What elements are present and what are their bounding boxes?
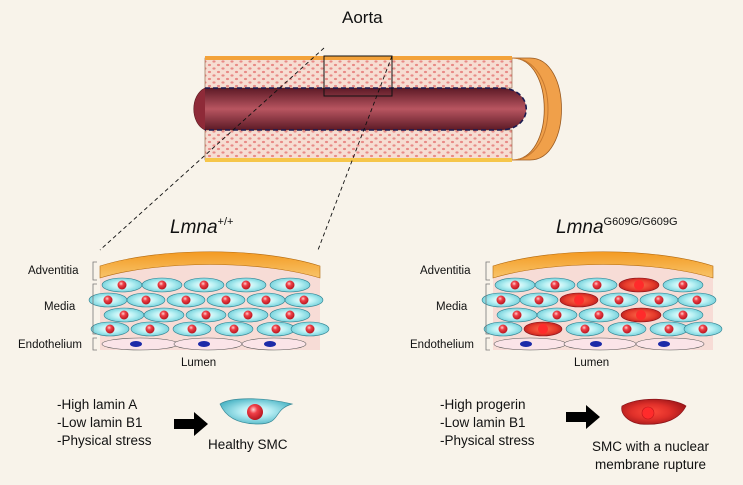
- aorta-title: Aorta: [342, 8, 383, 27]
- smc-nucleus: [510, 280, 520, 290]
- endothelium-left: [101, 337, 307, 351]
- smc-nucleus: [534, 295, 544, 305]
- bullet-list-left: -High lamin A -Low lamin B1 -Physical st…: [57, 396, 152, 450]
- caption-healthy-smc: Healthy SMC: [208, 437, 288, 452]
- smc-nucleus: [117, 280, 127, 290]
- layer-label-endothelium-right: Endothelium: [410, 339, 474, 351]
- layer-label-adventitia-left: Adventitia: [28, 265, 79, 277]
- smc-nucleus: [538, 324, 548, 334]
- layer-label-media-left: Media: [44, 301, 76, 313]
- smc-nucleus: [594, 310, 604, 320]
- smc-nucleus: [105, 324, 115, 334]
- smc-nucleus: [103, 295, 113, 305]
- smc-nucleus: [498, 324, 508, 334]
- smc-nucleus: [614, 295, 624, 305]
- smc-nucleus: [243, 310, 253, 320]
- smc-nucleus: [119, 310, 129, 320]
- smc-nucleus: [181, 295, 191, 305]
- bullet-item: -Low lamin B1: [57, 415, 143, 430]
- smc-nucleus: [664, 324, 674, 334]
- smc-nucleus: [496, 295, 506, 305]
- lumen-label-right: Lumen: [574, 357, 610, 369]
- smc-nucleus: [512, 310, 522, 320]
- smc-nucleus: [285, 280, 295, 290]
- smc-nucleus: [305, 324, 315, 334]
- smc-nucleus: [692, 295, 702, 305]
- smc-nucleus: [159, 310, 169, 320]
- smc-nucleus: [622, 324, 632, 334]
- caption-ruptured-smc: SMC with a nuclear membrane rupture: [592, 439, 710, 472]
- layer-label-endothelium-left: Endothelium: [18, 339, 82, 351]
- zoom-line-left: [99, 47, 325, 251]
- smc-nucleus: [592, 280, 602, 290]
- arrow-right: [566, 405, 600, 429]
- smc-nucleus: [552, 310, 562, 320]
- smc-nucleus: [221, 295, 231, 305]
- ruptured-smc-cell: [621, 398, 687, 425]
- genotype-label-left: Lmna+/+: [170, 216, 234, 238]
- smc-nucleus: [636, 310, 646, 320]
- bullet-item: -Low lamin B1: [440, 415, 526, 430]
- zoom-box: [323, 55, 393, 97]
- smc-nucleus: [285, 310, 295, 320]
- bullet-item: -High progerin: [440, 397, 526, 412]
- smc-nucleus: [199, 280, 209, 290]
- smc-nucleus: [145, 324, 155, 334]
- bullet-item: -Physical stress: [440, 433, 535, 448]
- lumen-label-left: Lumen: [181, 357, 217, 369]
- smc-nucleus: [678, 310, 688, 320]
- smc-nucleus: [299, 295, 309, 305]
- layer-brackets-left: [92, 261, 97, 351]
- smc-nucleus: [678, 280, 688, 290]
- smc-nucleus: [229, 324, 239, 334]
- smc-nucleus: [574, 295, 584, 305]
- smc-nucleus: [201, 310, 211, 320]
- bullet-item: -High lamin A: [57, 397, 138, 412]
- layer-label-adventitia-right: Adventitia: [420, 265, 471, 277]
- smc-nucleus: [698, 324, 708, 334]
- layer-brackets-right: [485, 261, 490, 351]
- vessel-wall-right: [481, 251, 723, 351]
- smc-nucleus: [157, 280, 167, 290]
- smc-nucleus: [271, 324, 281, 334]
- smc-nucleus: [580, 324, 590, 334]
- endothelium-right: [493, 337, 705, 351]
- smc-nucleus: [634, 280, 644, 290]
- genotype-label-right: LmnaG609G/G609G: [556, 216, 678, 238]
- smc-nucleus: [261, 295, 271, 305]
- smc-nucleus: [141, 295, 151, 305]
- smc-nucleus: [187, 324, 197, 334]
- smc-nucleus: [241, 280, 251, 290]
- smc-nucleus: [550, 280, 560, 290]
- bullet-list-right: -High progerin -Low lamin B1 -Physical s…: [440, 396, 535, 450]
- layer-label-media-right: Media: [436, 301, 468, 313]
- bullet-item: -Physical stress: [57, 433, 152, 448]
- smc-nucleus: [654, 295, 664, 305]
- arrow-left: [174, 412, 208, 436]
- healthy-smc-cell: [219, 398, 294, 425]
- vessel-wall-left: [88, 251, 330, 351]
- aorta-vessel: [193, 56, 562, 162]
